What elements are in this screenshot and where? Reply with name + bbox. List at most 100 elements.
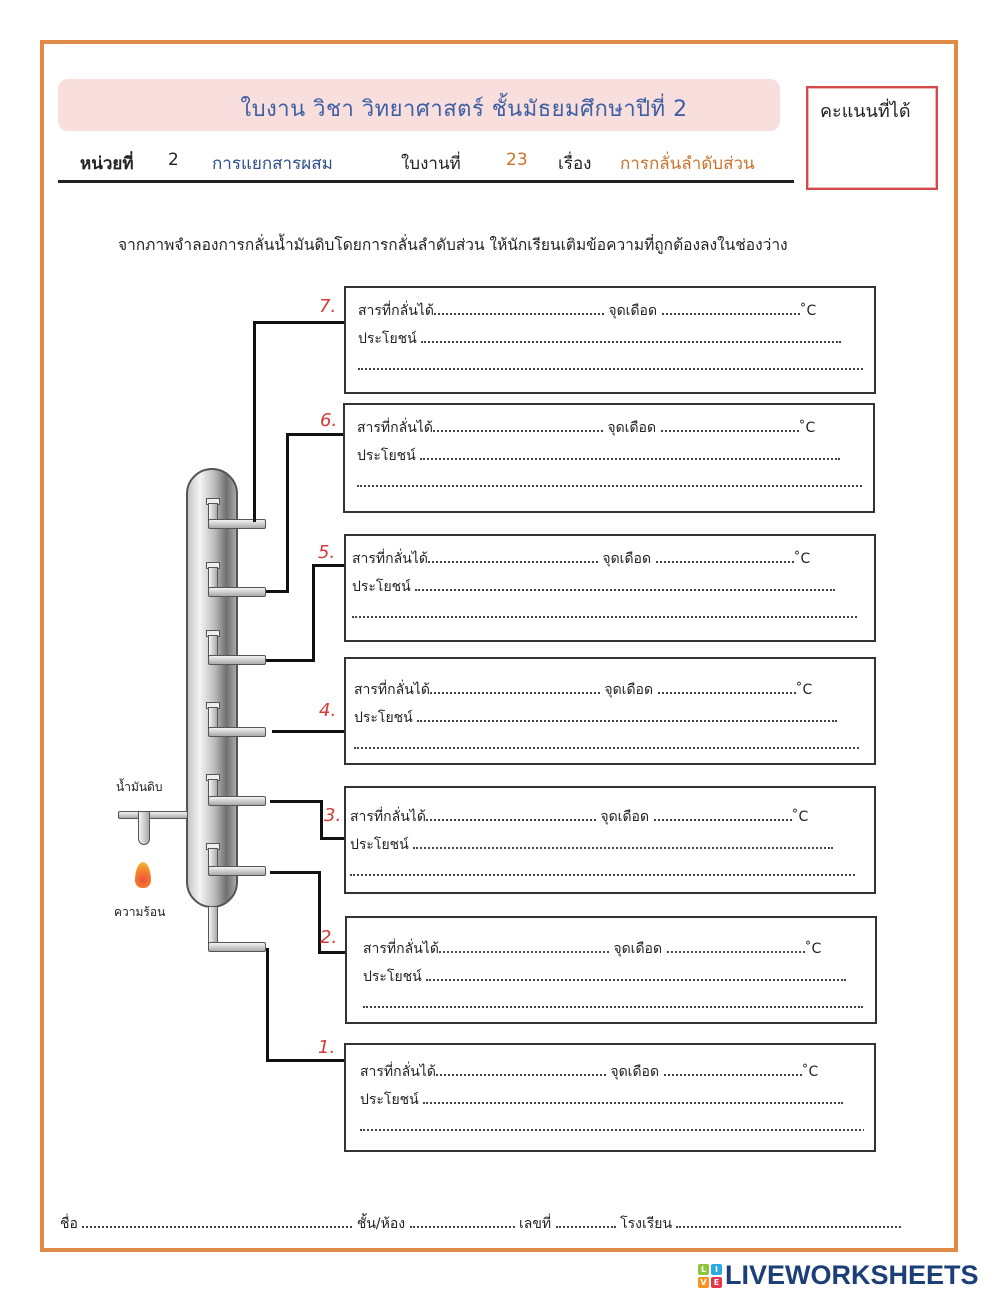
instruction-text: จากภาพจำลองการกลั่นน้ำมันดิบโดยการกลั่นล… (118, 236, 788, 254)
score-label: คะแนนที่ได้ (820, 101, 911, 122)
use-label: ประโยชน์ (357, 448, 416, 464)
use-label: ประโยชน์ (358, 331, 417, 347)
connector-5 (312, 564, 344, 567)
answer-box-5: สารที่กลั่นได้ จุดเดือด ˚C ประโยชน์ (344, 534, 876, 642)
outlet-pipe-2 (208, 866, 266, 876)
student-info-footer: ชื่อ ชั้น/ห้อง เลขที่ โรงเรียน (60, 1213, 902, 1235)
boiling-point-input[interactable] (666, 939, 805, 953)
substance-input[interactable] (425, 807, 596, 821)
boiling-point-input[interactable] (663, 1062, 802, 1076)
use-input-continued[interactable] (360, 1117, 864, 1131)
boiling-point-input[interactable] (653, 807, 792, 821)
use-input-continued[interactable] (358, 356, 863, 370)
unit-number: 2 (168, 150, 179, 170)
live-blocks-icon: L I V E (698, 1263, 722, 1288)
use-input-continued[interactable] (357, 473, 862, 487)
outlet-pipe-6 (208, 587, 266, 597)
boiling-point-input[interactable] (655, 549, 794, 563)
connector-6 (286, 433, 344, 436)
use-line: ประโยชน์ (360, 1089, 864, 1109)
use-input[interactable] (417, 708, 838, 722)
celsius-unit: ˚C (799, 303, 817, 319)
substance-line: สารที่กลั่นได้ จุดเดือด ˚C (358, 300, 864, 320)
substance-line: สารที่กลั่นได้ จุดเดือด ˚C (357, 417, 863, 437)
substance-input[interactable] (429, 680, 600, 694)
celsius-unit: ˚C (804, 941, 822, 957)
sheet-label: ใบงานที่ (401, 154, 461, 174)
use-input-continued[interactable] (350, 862, 855, 876)
use-input[interactable] (426, 967, 847, 981)
fraction-number-1: 1. (318, 1037, 336, 1058)
answer-box-7: สารที่กลั่นได้ จุดเดือด ˚C ประโยชน์ (344, 286, 876, 394)
use-input-continued[interactable] (363, 994, 863, 1008)
substance-input[interactable] (432, 418, 603, 432)
connector-2 (318, 951, 345, 954)
use-input[interactable] (420, 446, 841, 460)
class-label: ชั้น/ห้อง (356, 1216, 406, 1232)
fraction-number-3: 3. (324, 805, 342, 826)
substance-input[interactable] (427, 549, 598, 563)
substance-input[interactable] (438, 939, 609, 953)
logo-letter-l: L (698, 1263, 709, 1275)
connector-7 (253, 322, 256, 522)
substance-label: สารที่กลั่นได้ (350, 809, 426, 825)
student-number-input[interactable] (555, 1216, 616, 1228)
substance-input[interactable] (433, 301, 604, 315)
boiling-point-label: จุดเดือด (608, 303, 658, 319)
use-line-2 (350, 862, 864, 882)
connector-2 (318, 871, 321, 953)
use-line-2 (357, 473, 863, 493)
logo-letter-e: E (711, 1276, 722, 1288)
use-input[interactable] (415, 577, 836, 591)
connector-1 (266, 1059, 344, 1062)
outlet-pipe-1 (208, 942, 266, 952)
answer-box-3: สารที่กลั่นได้ จุดเดือด ˚C ประโยชน์ (344, 786, 876, 894)
use-line: ประโยชน์ (350, 834, 864, 854)
boiling-point-label: จุดเดือด (602, 551, 652, 567)
fraction-number-7: 7. (319, 296, 337, 317)
topic-label: เรื่อง (558, 154, 592, 174)
boiling-point-label: จุดเดือด (604, 682, 654, 698)
celsius-unit: ˚C (793, 551, 811, 567)
use-input-continued[interactable] (352, 604, 857, 618)
crude-oil-inlet-pipe (118, 811, 188, 819)
substance-line: สารที่กลั่นได้ จุดเดือด ˚C (354, 679, 864, 699)
info-row: หน่วยที่ 2 การแยกสารผสม ใบงานที่ 23 เรื่… (58, 146, 794, 183)
use-input[interactable] (423, 1090, 844, 1104)
crude-oil-label: น้ำมันดิบ (116, 780, 163, 794)
crude-oil-u-bend (138, 811, 150, 845)
use-label: ประโยชน์ (350, 837, 409, 853)
boiling-point-label: จุดเดือด (610, 1064, 660, 1080)
school-input[interactable] (676, 1216, 902, 1228)
celsius-unit: ˚C (798, 420, 816, 436)
fraction-number-5: 5. (318, 542, 336, 563)
use-input-continued[interactable] (354, 735, 859, 749)
use-input[interactable] (413, 835, 834, 849)
name-input[interactable] (82, 1216, 353, 1228)
use-label: ประโยชน์ (363, 969, 422, 985)
use-label: ประโยชน์ (354, 710, 413, 726)
boiling-point-input[interactable] (661, 301, 800, 315)
logo-letter-i: I (711, 1263, 722, 1275)
topic-name: การกลั่นลำดับส่วน (620, 154, 755, 174)
boiling-point-input[interactable] (657, 680, 796, 694)
boiling-point-label: จุดเดือด (607, 420, 657, 436)
substance-line: สารที่กลั่นได้ จุดเดือด ˚C (363, 938, 865, 958)
use-line: ประโยชน์ (363, 966, 865, 986)
sheet-number: 23 (506, 150, 528, 170)
name-label: ชื่อ (60, 1216, 78, 1232)
use-input[interactable] (421, 329, 842, 343)
connector-4 (272, 730, 344, 733)
class-input[interactable] (409, 1216, 515, 1228)
use-line-2 (352, 604, 864, 624)
substance-input[interactable] (435, 1062, 606, 1076)
liveworksheets-logo: L I V E LIVEWORKSHEETS (698, 1260, 979, 1291)
score-box: คะแนนที่ได้ (806, 86, 938, 190)
answer-box-1: สารที่กลั่นได้ จุดเดือด ˚C ประโยชน์ (344, 1043, 876, 1152)
substance-line: สารที่กลั่นได้ จุดเดือด ˚C (352, 548, 864, 568)
brand-name: LIVEWORKSHEETS (725, 1260, 979, 1290)
unit-label: หน่วยที่ (80, 154, 134, 174)
substance-label: สารที่กลั่นได้ (363, 941, 439, 957)
connector-2 (270, 871, 320, 874)
boiling-point-input[interactable] (660, 418, 799, 432)
